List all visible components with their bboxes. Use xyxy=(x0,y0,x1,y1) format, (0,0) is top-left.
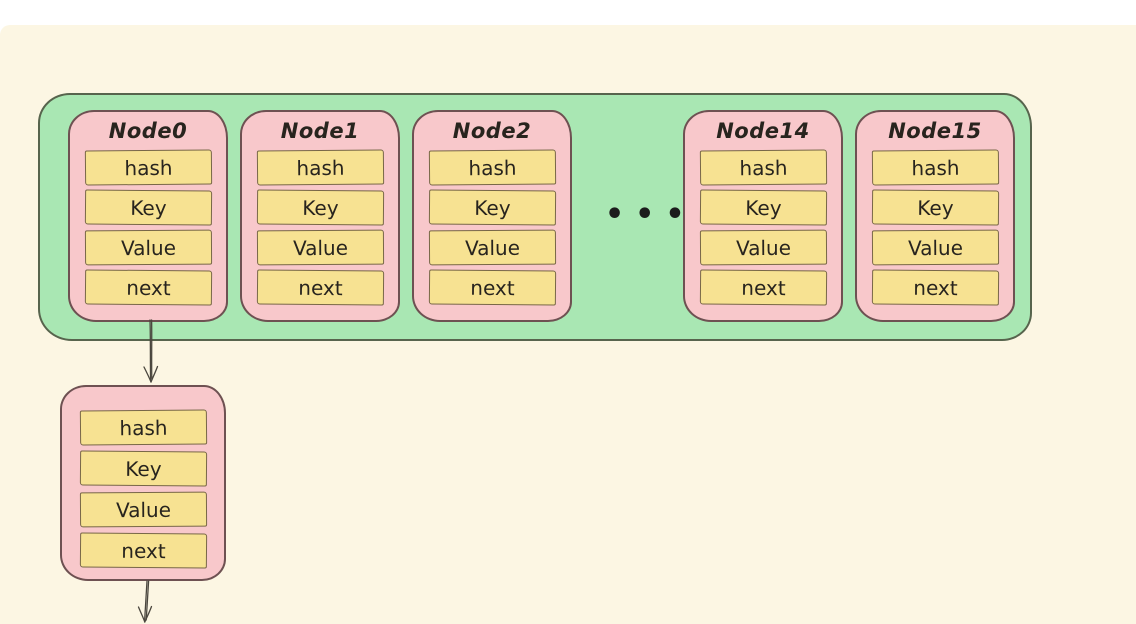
field-next: next xyxy=(84,269,213,306)
field-value: Value xyxy=(256,229,385,266)
node-title: Node1 xyxy=(280,119,360,143)
field-value: Value xyxy=(428,229,557,266)
field-value: Value xyxy=(699,229,828,266)
node-fields: hash Key Value next xyxy=(857,149,1013,306)
node-card-node14: Node14 hash Key Value next xyxy=(683,110,843,322)
node-title: Node15 xyxy=(888,119,982,143)
field-value: Value xyxy=(79,491,208,528)
field-key: Key xyxy=(871,189,1000,226)
node-card-node15: Node15 hash Key Value next xyxy=(855,110,1015,322)
arrow-down-icon xyxy=(137,580,153,623)
node-card-node2: Node2 hash Key Value next xyxy=(412,110,572,322)
drawing-canvas: Node0 hash Key Value next Node1 hash Key… xyxy=(0,25,1136,624)
field-key: Key xyxy=(699,189,828,226)
field-key: Key xyxy=(256,189,385,226)
node-fields: hash Key Value next xyxy=(414,149,570,306)
node-title: Node0 xyxy=(108,119,188,143)
field-value: Value xyxy=(84,229,213,266)
node-fields: hash Key Value next xyxy=(62,387,224,569)
node-fields: hash Key Value next xyxy=(685,149,841,306)
chained-node-card: hash Key Value next xyxy=(60,385,226,581)
field-hash: hash xyxy=(871,149,1000,186)
field-next: next xyxy=(428,269,557,306)
node-fields: hash Key Value next xyxy=(70,149,226,306)
ellipsis-dots: ••• xyxy=(605,197,696,232)
field-hash: hash xyxy=(699,149,828,186)
node-title: Node2 xyxy=(452,119,532,143)
field-hash: hash xyxy=(428,149,557,186)
field-hash: hash xyxy=(84,149,213,186)
node-card-node0: Node0 hash Key Value next xyxy=(68,110,228,322)
field-next: next xyxy=(79,532,208,569)
bucket-array-container: Node0 hash Key Value next Node1 hash Key… xyxy=(38,93,1032,341)
node-fields: hash Key Value next xyxy=(242,149,398,306)
field-key: Key xyxy=(84,189,213,226)
field-value: Value xyxy=(871,229,1000,266)
field-next: next xyxy=(699,269,828,306)
field-hash: hash xyxy=(79,409,208,446)
field-next: next xyxy=(256,269,385,306)
field-next: next xyxy=(871,269,1000,306)
node-card-node1: Node1 hash Key Value next xyxy=(240,110,400,322)
field-hash: hash xyxy=(256,149,385,186)
field-key: Key xyxy=(428,189,557,226)
arrow-down-icon xyxy=(143,319,159,383)
node-title: Node14 xyxy=(716,119,810,143)
field-key: Key xyxy=(79,450,208,487)
